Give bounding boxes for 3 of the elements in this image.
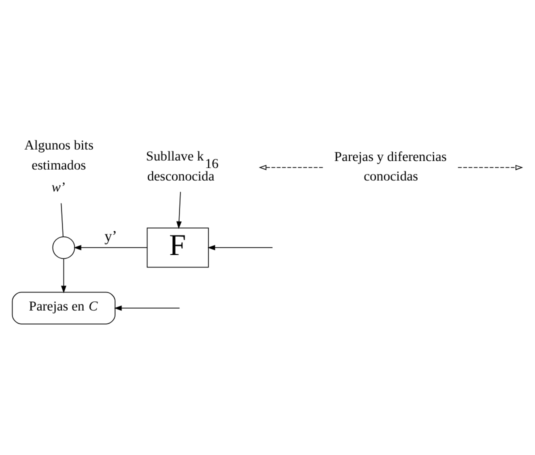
node-text: Parejas y diferencias conocidas bbox=[334, 148, 447, 184]
edge-label: y’ bbox=[104, 228, 118, 244]
node-text: Algunos bits estimados w’ bbox=[24, 137, 94, 194]
